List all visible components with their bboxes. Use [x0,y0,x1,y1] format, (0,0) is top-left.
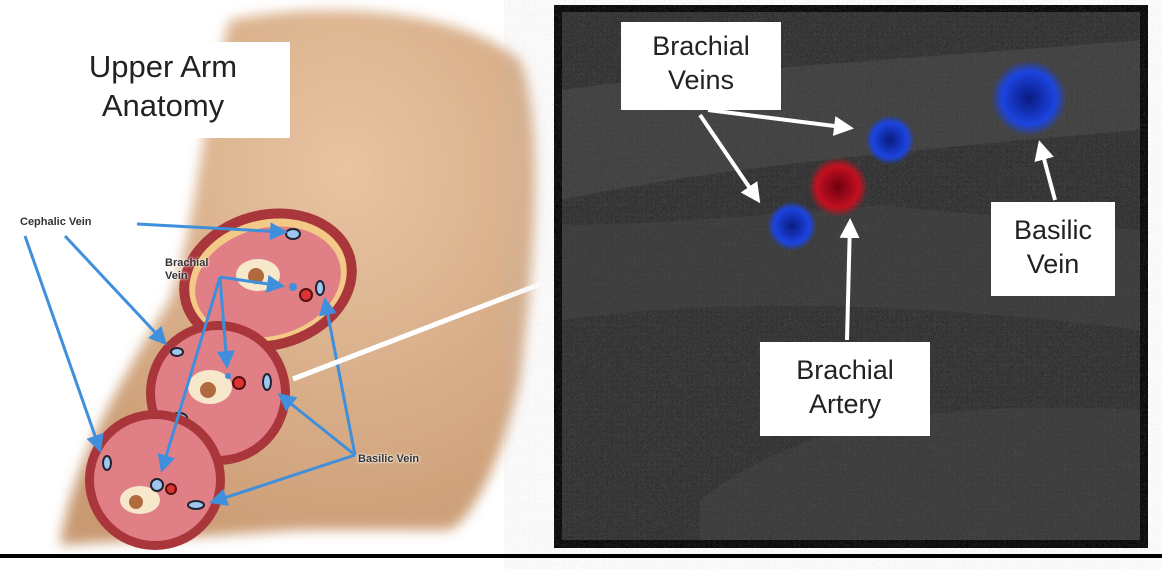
label-brachial-veins-box: Brachial Veins [621,22,781,110]
basilic-vein-bottom [187,500,205,510]
brachial-arrow-top [219,274,285,293]
cephalic-vein-bottom [102,455,112,471]
brachial-vein-doppler-upper [865,115,915,165]
label-brachial-vein-line2: Vein [165,269,188,282]
title-box: Upper Arm Anatomy [36,42,290,138]
cephalic-vein-top [285,228,301,240]
bone-bottom [129,495,143,509]
brachial-veins-line1: Brachial [652,31,750,61]
brachial-artery-top [299,288,313,302]
cross-section-bottom [85,410,225,550]
label-basilic-vein-box: Basilic Vein [991,202,1115,296]
brachial-artery-arrow [839,218,860,341]
basilic-vein-arrow [1034,140,1057,201]
label-arrows [23,222,357,506]
arm-illustration [23,10,595,550]
connector-arrow [292,260,595,382]
title-line1: Upper Arm [88,49,238,84]
brachial-veins-arrow-upper [707,108,854,136]
basilic-vein-doppler [991,60,1067,136]
brachial-artery-middle [232,376,246,390]
basilic-vein-middle [262,373,272,391]
basilic-vein-line2: Vein [1026,248,1080,279]
basilic-arrow-bottom [209,453,356,506]
label-basilic-vein: Basilic Vein [358,453,420,465]
ultrasound-arrows [698,108,1057,341]
brachial-artery-doppler [808,157,868,217]
label-brachial-vein: Brachial Vein [165,257,208,282]
cephalic-arrow-middle [63,234,168,346]
basilic-vein-line1: Basilic [1013,215,1093,245]
bone-middle [200,382,216,398]
label-brachial-vein-line1: Brachial [165,257,209,269]
brachial-veins-arrow-lower [698,113,761,204]
brachial-arrow-middle [216,276,235,369]
brachial-artery-line1: Brachial [796,355,894,385]
brachial-artery-line2: Artery [808,388,881,419]
cephalic-arrow-top [136,222,288,241]
cephalic-arrow-bottom [23,235,104,453]
brachial-vein-middle [225,373,231,379]
basilic-arrow-middle [277,393,356,457]
brachial-vein-doppler-lower [767,201,817,251]
bone-top [248,268,264,284]
label-cephalic-vein: Cephalic Vein [20,216,92,228]
basilic-vein-top [315,280,325,296]
title-line2: Anatomy [101,87,225,123]
brachial-vein-bottom [150,478,164,492]
brachial-artery-bottom [165,483,177,495]
brachial-vein-top [289,283,297,291]
basilic-arrow-top [319,297,357,456]
brachial-arrow-bottom [157,276,222,473]
brachial-veins-line2: Veins [667,64,735,95]
cephalic-vein-middle [170,347,184,357]
label-brachial-artery-box: Brachial Artery [760,342,930,436]
